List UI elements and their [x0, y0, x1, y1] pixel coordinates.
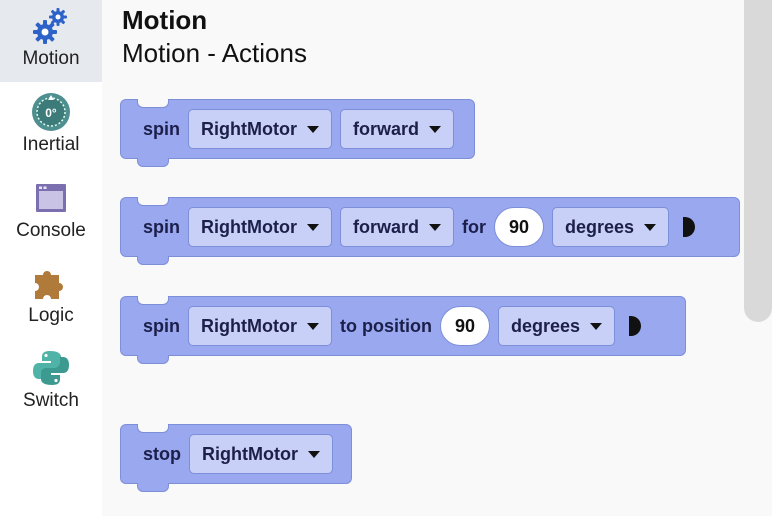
category-sidebar: Motion 0° Inertial Console: [0, 0, 102, 516]
block-keyword: spin: [143, 118, 181, 139]
block-tab: [137, 256, 169, 265]
unit-dropdown[interactable]: degrees: [552, 207, 670, 247]
direction-dropdown[interactable]: forward: [339, 207, 454, 247]
caret-down-icon: [590, 322, 603, 330]
block-keyword: spin: [143, 315, 181, 336]
category-label: Logic: [28, 305, 74, 326]
block-notch: [137, 296, 169, 305]
for-keyword: for: [462, 216, 486, 237]
motor-dropdown[interactable]: RightMotor: [188, 306, 332, 346]
caret-down-icon: [644, 223, 657, 231]
unit-dropdown[interactable]: degrees: [498, 306, 616, 346]
inertial-dial-icon: 0°: [31, 92, 71, 132]
to-position-keyword: to position: [339, 315, 432, 336]
caret-down-icon: [306, 125, 319, 133]
caret-down-icon: [429, 223, 441, 231]
block-notch: [137, 424, 169, 433]
spin-block[interactable]: spin RightMotor forward: [120, 99, 475, 167]
caret-down-icon: [307, 450, 320, 458]
puzzle-icon: [31, 263, 71, 303]
category-console[interactable]: Console: [0, 172, 102, 254]
block-tab: [137, 158, 169, 167]
category-label: Switch: [23, 390, 79, 411]
category-label: Console: [16, 220, 86, 241]
category-inertial[interactable]: 0° Inertial: [0, 86, 102, 168]
caret-down-icon: [306, 322, 319, 330]
category-label: Inertial: [22, 134, 80, 155]
dropdown-value: forward: [352, 118, 419, 139]
category-label: Motion: [22, 48, 80, 69]
motor-dropdown[interactable]: RightMotor: [189, 434, 333, 474]
python-icon: [31, 348, 71, 388]
category-motion[interactable]: Motion: [0, 0, 102, 82]
motor-dropdown[interactable]: RightMotor: [188, 109, 332, 149]
dropdown-value: RightMotor: [201, 118, 297, 139]
stop-block[interactable]: stop RightMotor: [120, 424, 352, 492]
block-flyout: Motion Motion - Actions spin RightMotor …: [102, 0, 742, 516]
category-switch[interactable]: Switch: [0, 342, 102, 424]
block-tab: [137, 483, 169, 492]
block-keyword: stop: [143, 443, 181, 464]
block-notch: [137, 99, 169, 108]
dropdown-value: RightMotor: [201, 216, 297, 237]
motor-dropdown[interactable]: RightMotor: [188, 207, 332, 247]
block-keyword: spin: [143, 216, 181, 237]
dropdown-value: degrees: [565, 216, 635, 237]
category-logic[interactable]: Logic: [0, 257, 102, 339]
scrollbar-thumb[interactable]: [744, 0, 772, 322]
wait-toggle-icon[interactable]: [683, 217, 696, 237]
block-tab: [137, 355, 169, 364]
dropdown-value: RightMotor: [202, 443, 298, 464]
direction-dropdown[interactable]: forward: [339, 109, 454, 149]
flyout-title: Motion: [122, 5, 208, 35]
dropdown-value: RightMotor: [201, 315, 297, 336]
block-notch: [137, 197, 169, 206]
position-input[interactable]: 90: [439, 306, 490, 346]
caret-down-icon: [306, 223, 319, 231]
console-window-icon: [31, 178, 71, 218]
dropdown-value: degrees: [511, 315, 581, 336]
caret-down-icon: [429, 125, 441, 133]
flyout-subtitle: Motion - Actions: [122, 38, 307, 68]
wait-toggle-icon[interactable]: [629, 316, 642, 336]
dropdown-value: forward: [352, 216, 419, 237]
spin-to-position-block[interactable]: spin RightMotor to position 90 degrees: [120, 296, 686, 364]
spin-for-block[interactable]: spin RightMotor forward for 90 degrees: [120, 197, 740, 265]
inertial-icon-text: 0°: [45, 106, 57, 120]
amount-input[interactable]: 90: [494, 207, 545, 247]
gears-icon: [31, 6, 71, 46]
